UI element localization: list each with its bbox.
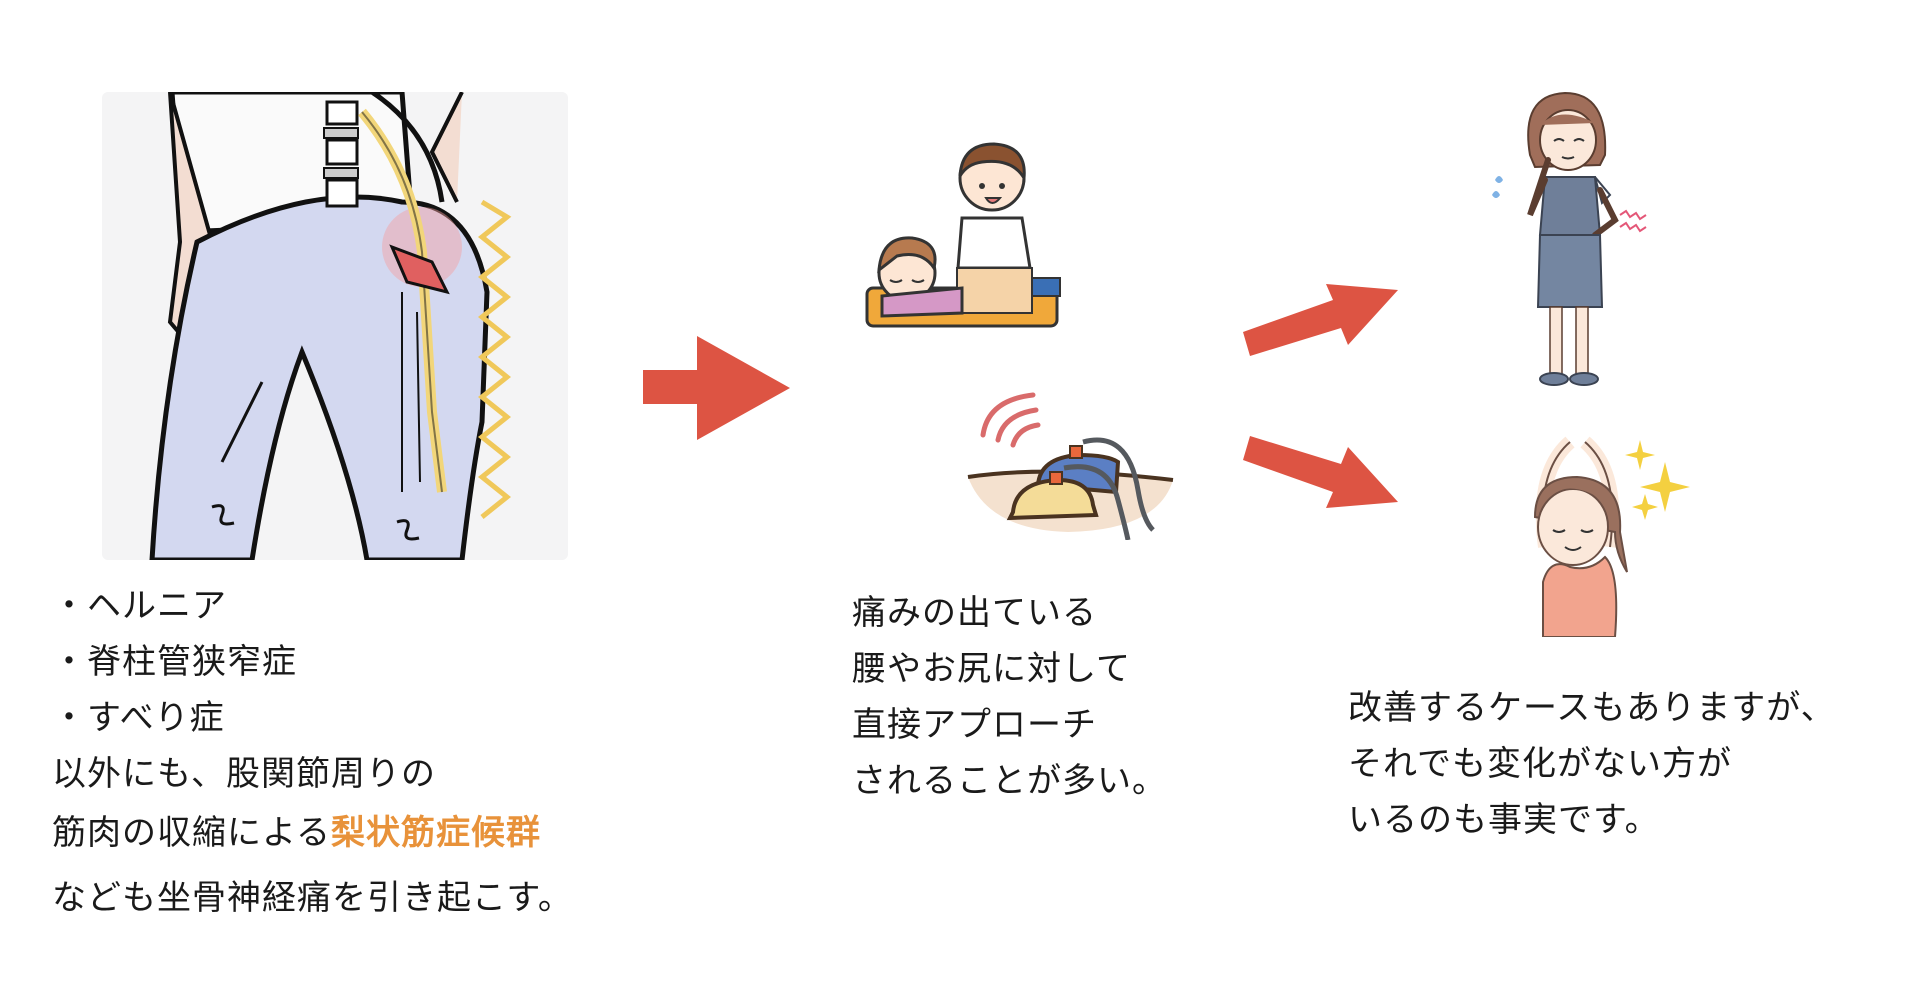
approach-line-4: されることが多い。 <box>852 761 1167 801</box>
approach-line-3: 直接アプローチ <box>852 705 1097 745</box>
massage-therapy-illustration <box>862 138 1062 333</box>
approach-line-1: 痛みの出ている <box>852 593 1097 633</box>
right-arrow-icon <box>640 334 795 444</box>
bullet-spinal-stenosis: ・脊柱管狭窄症 <box>52 642 297 682</box>
outcome-line-2: それでも変化がない方が <box>1348 744 1732 784</box>
outcome-line-3: いるのも事実です。 <box>1348 800 1660 840</box>
down-right-arrow-icon <box>1238 432 1408 512</box>
outcome-description: 改善するケースもありますが、 それでも変化がない方が いるのも事実です。 <box>1348 680 1836 848</box>
outcome-line-1: 改善するケースもありますが、 <box>1348 688 1836 728</box>
approach-description: 痛みの出ている 腰やお尻に対して 直接アプローチ されることが多い。 <box>852 585 1167 809</box>
piriformis-syndrome-highlight: 梨状筋症候群 <box>330 813 541 853</box>
bullet-hernia: ・ヘルニア <box>52 586 227 626</box>
woman-in-pain-illustration <box>1490 85 1650 390</box>
text-line-2: 筋肉の収縮による梨状筋症候群 <box>52 802 573 864</box>
up-right-arrow-icon <box>1238 280 1408 360</box>
condition-list: ・ヘルニア ・脊柱管狭窄症 ・すべり症 以外にも、股関節周りの 筋肉の収縮による… <box>52 578 573 926</box>
bullet-spondylolisthesis: ・すべり症 <box>52 698 225 738</box>
woman-stretching-illustration <box>1515 432 1715 637</box>
text-line-2-prefix: 筋肉の収縮による <box>52 813 331 853</box>
sciatica-illustration <box>102 92 568 560</box>
text-line-1: 以外にも、股関節周りの <box>52 754 436 794</box>
approach-line-2: 腰やお尻に対して <box>852 649 1131 689</box>
electrotherapy-device-illustration <box>958 380 1178 540</box>
text-line-3: なども坐骨神経痛を引き起こす。 <box>52 878 573 918</box>
